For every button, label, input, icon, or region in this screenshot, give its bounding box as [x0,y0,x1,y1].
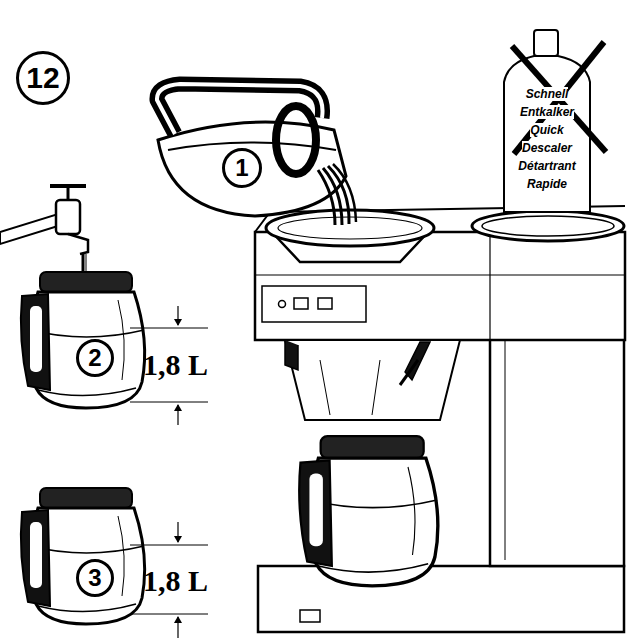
callout-number: 3 [88,566,101,590]
step-number: 12 [16,51,70,105]
callout-number: 2 [76,339,114,377]
callout-number: 2 [88,346,101,370]
callout-number: 12 [26,63,59,93]
callout-number: 3 [76,559,114,597]
callout-number: 1 [222,148,262,188]
bottle-label: Schnell Entkalker Quick Descaler Détartr… [508,84,586,192]
volume-label: 1,8 L [143,566,208,596]
label-text: Schnell Entkalker Quick Descaler Détartr… [518,87,575,191]
volume-label: 1,8 L [143,350,208,380]
callout-number: 1 [235,156,248,180]
